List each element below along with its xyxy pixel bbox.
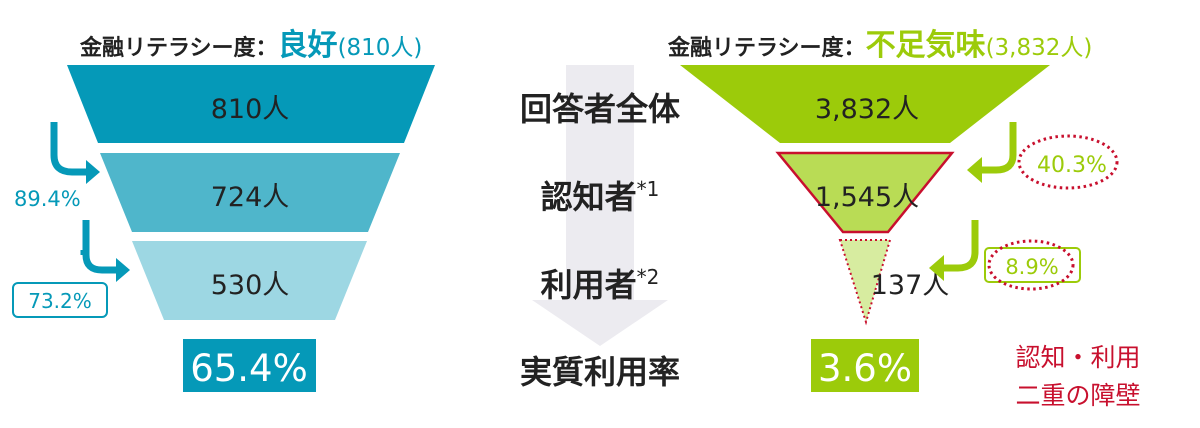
left-stage-count: 810人 (211, 94, 290, 125)
right-rate-users: 8.9% (1005, 255, 1058, 279)
left-stage-count: 530人 (211, 270, 290, 301)
right-rate-box (984, 247, 1081, 283)
highlight-ellipse (1017, 134, 1119, 190)
left-rate-box (12, 282, 108, 318)
left-rate-users: 73.2% (28, 289, 92, 313)
right-result-box (811, 339, 919, 392)
arrowhead-icon (929, 255, 944, 281)
label-aware: 認知者*1 (541, 177, 660, 216)
left-funnel-stage-users (132, 241, 367, 320)
right-stage-count: 1,545人 (815, 182, 919, 213)
right-conversion-arrow-icon (940, 122, 1017, 272)
label-effective-rate: 実質利用率 (520, 353, 680, 391)
right-title: 金融リテラシー度：不足気味(3,832人) (667, 28, 1092, 63)
barrier-note-line1: 認知・利用 (1015, 343, 1140, 372)
right-stage-count: 137人 (871, 270, 950, 301)
left-funnel-stage-aware (100, 153, 400, 232)
left-rate-aware: 89.4% (14, 187, 81, 211)
arrowhead-icon (86, 160, 100, 184)
right-funnel-stage-aware (775, 151, 955, 234)
right-stage-count: 3,832人 (815, 94, 919, 125)
right-result-value: 3.6% (818, 347, 912, 390)
left-title: 金融リテラシー度：良好(810人) (79, 28, 422, 63)
left-result-value: 65.4% (190, 347, 308, 390)
left-result-box (183, 339, 316, 392)
left-conversion-arrow-icon (50, 122, 118, 274)
right-funnel-stage-users (838, 239, 892, 326)
label-users: 利用者*2 (541, 265, 660, 304)
label-respondents: 回答者全体 (520, 90, 680, 128)
flow-down-arrow (532, 65, 668, 346)
left-stage-count: 724人 (211, 182, 290, 213)
arrowhead-icon (967, 157, 982, 183)
barrier-note-line2: 二重の障壁 (1015, 381, 1140, 410)
right-funnel-stage-respondents (680, 65, 1050, 143)
arrowhead-icon (116, 258, 130, 282)
highlight-ellipse (987, 239, 1075, 291)
left-funnel-stage-respondents (67, 65, 435, 143)
right-rate-aware: 40.3% (1037, 153, 1107, 178)
